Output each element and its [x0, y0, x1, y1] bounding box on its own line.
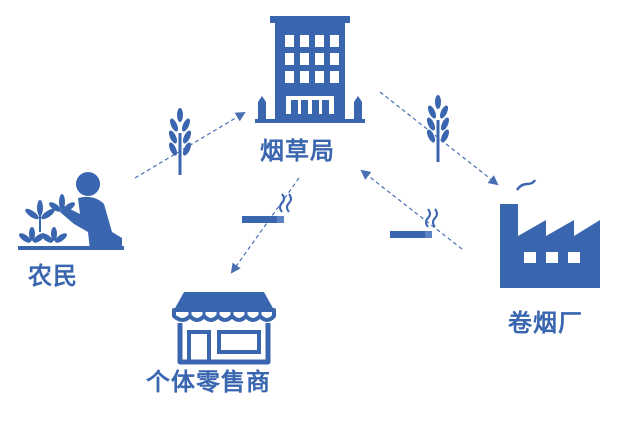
- node-label-bureau: 烟草局: [260, 137, 335, 165]
- arrow-bureau-to-factory: [379, 91, 499, 186]
- cigarette-icon: [242, 193, 292, 223]
- cigarette-icon: [390, 208, 438, 238]
- wheat-leaf-icon: [426, 95, 450, 162]
- arrow-factory-to-bureau: [360, 169, 463, 250]
- node-label-retailer: 个体零售商: [146, 368, 271, 396]
- factory-icon: [500, 179, 600, 288]
- wheat-leaf-icon: [168, 108, 192, 175]
- node-label-farmer: 农民: [28, 262, 78, 290]
- storefront-icon: [172, 292, 276, 365]
- office-building-icon: [255, 16, 365, 123]
- node-label-factory: 卷烟厂: [508, 309, 583, 337]
- arrow-bureau-to-retailer: [230, 177, 300, 274]
- farmer-with-plants-icon: [18, 172, 124, 250]
